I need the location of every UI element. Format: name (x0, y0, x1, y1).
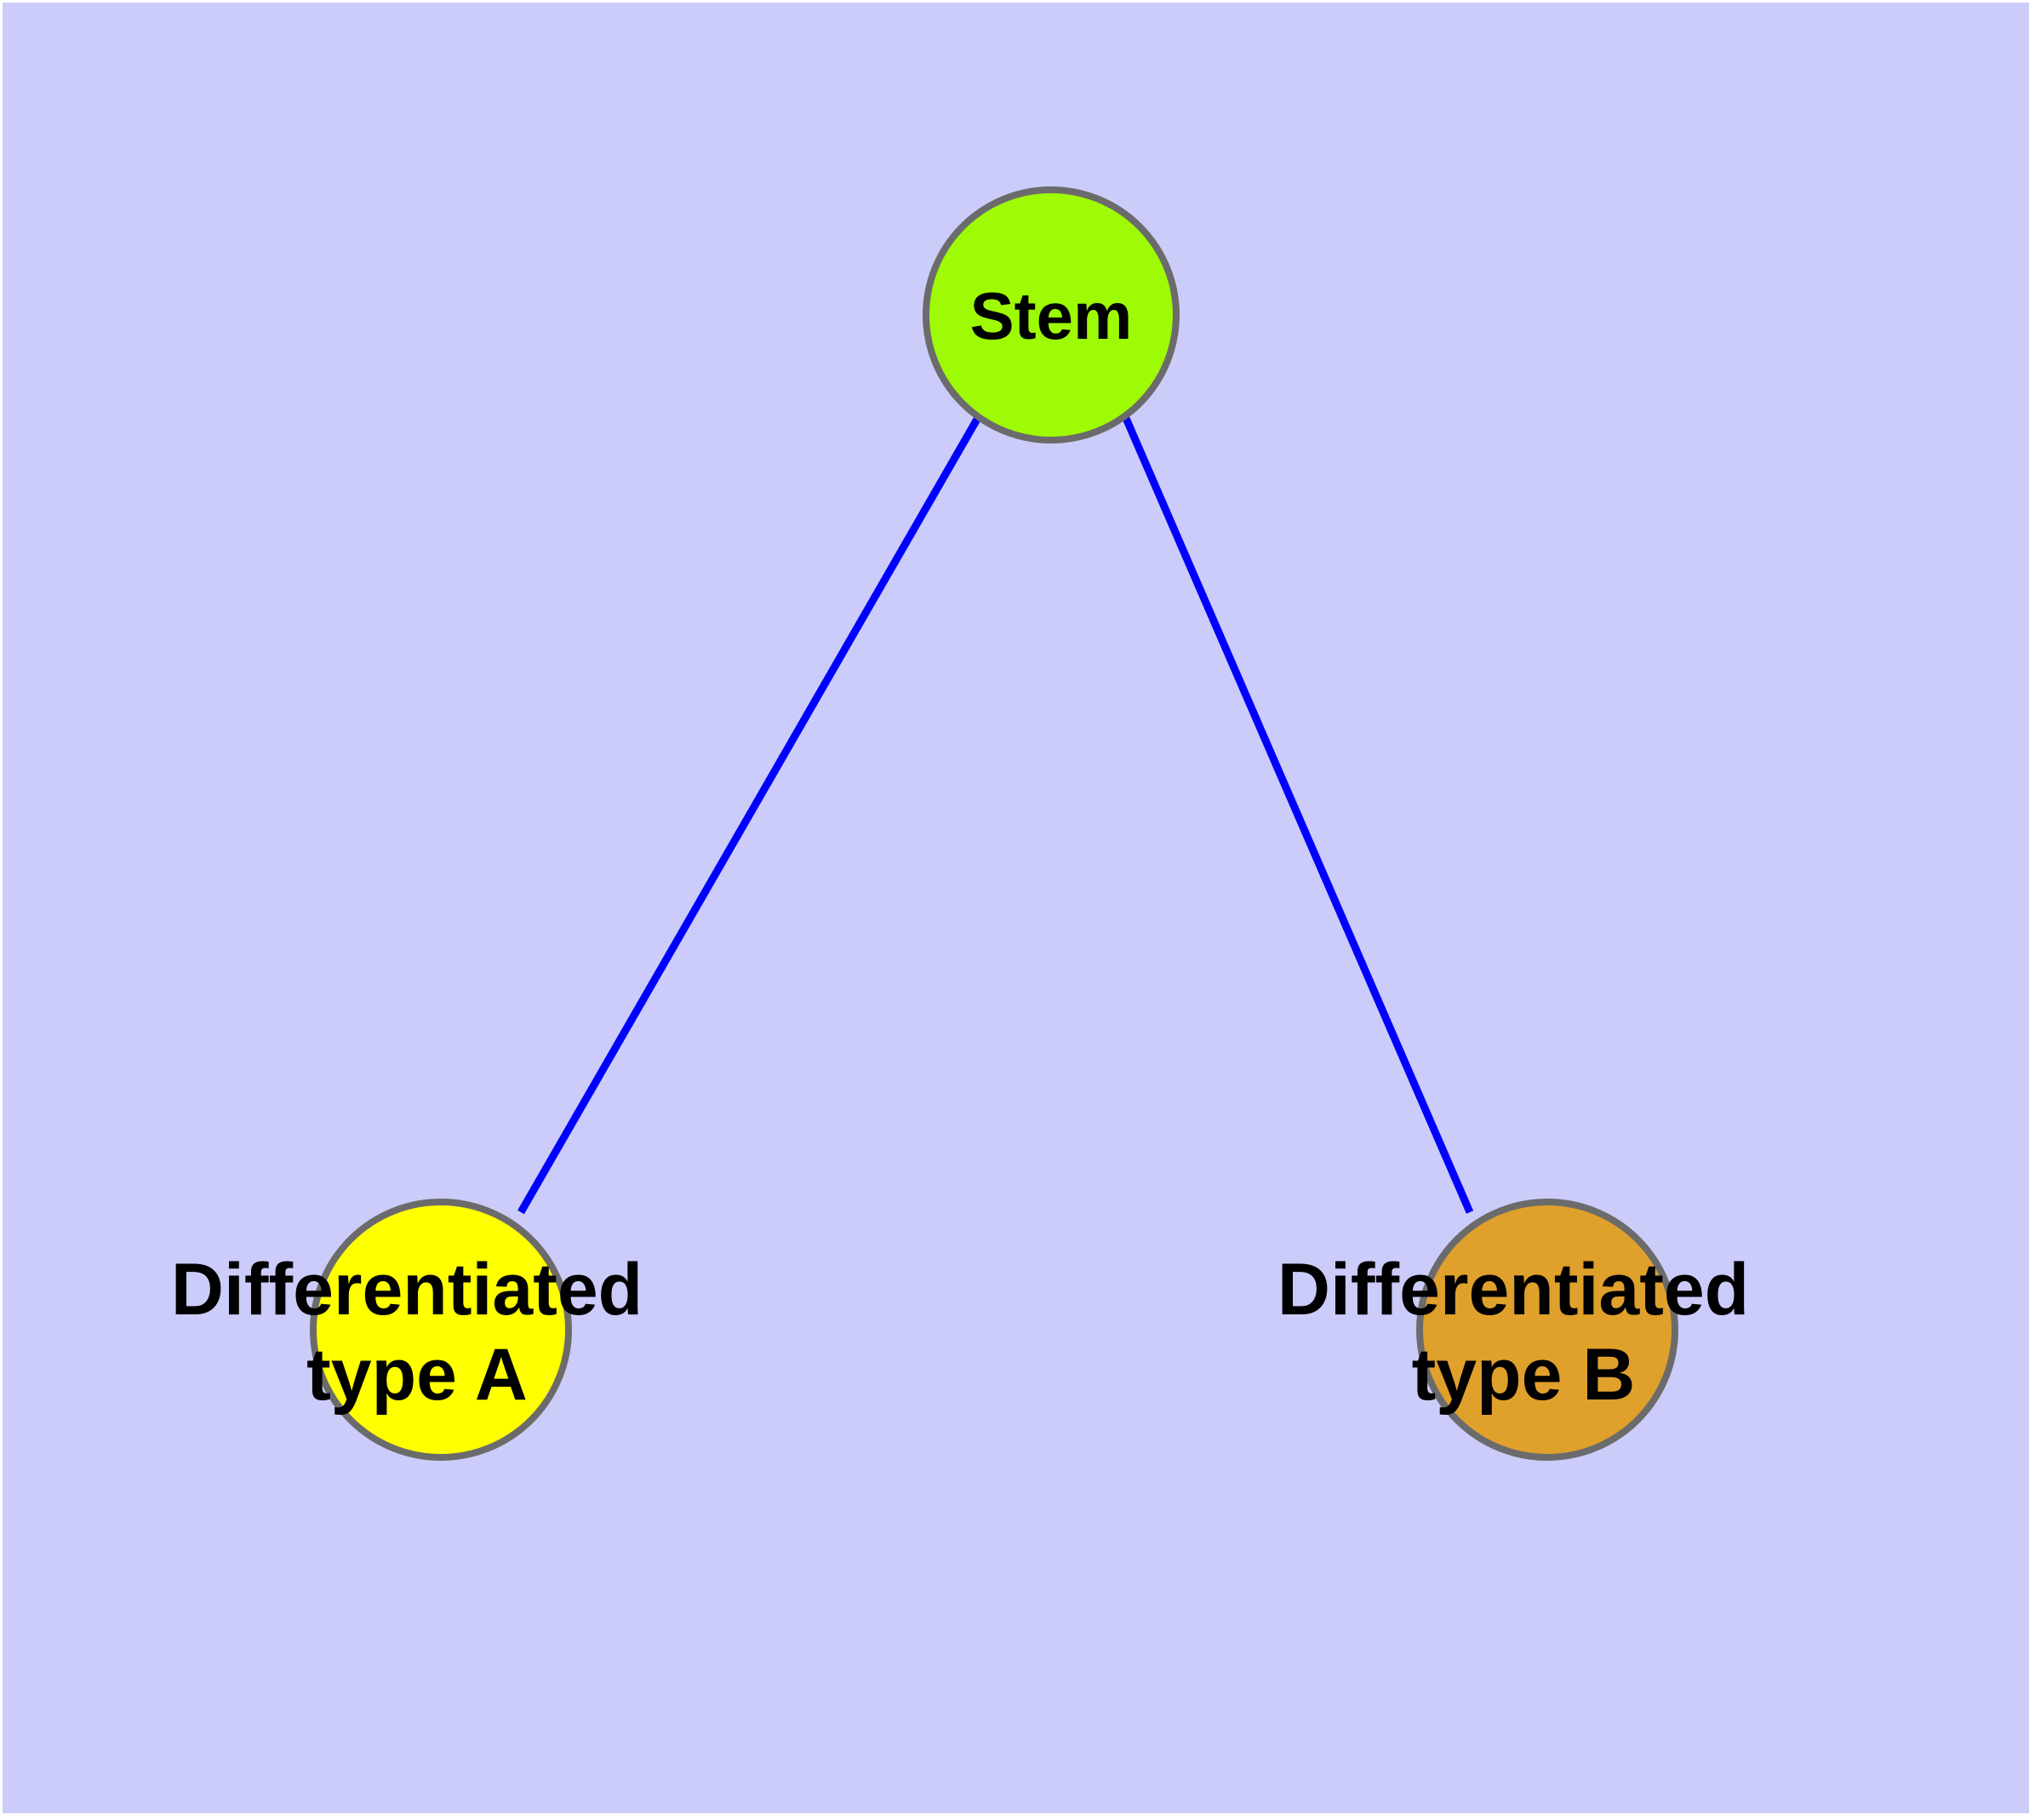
node-stem[interactable] (923, 186, 1180, 444)
edge-stem-to-diff-b[interactable] (1121, 415, 1474, 1214)
node-label-diff-b-line-2: type B (1412, 1334, 1636, 1416)
node-label-diff-a-line-1: Differentiated (171, 1249, 643, 1331)
node-label-stem-line-1: Stem (970, 278, 1133, 353)
node-label-diff-a-line-2: type A (306, 1334, 528, 1416)
node-diff-a[interactable] (310, 1199, 572, 1461)
node-label-diff-a: Differentiated type A (171, 1249, 663, 1416)
node-diff-b[interactable] (1416, 1199, 1678, 1461)
edge-layer (517, 414, 1474, 1215)
node-label-diff-b-line-1: Differentiated (1277, 1249, 1749, 1331)
node-label-diff-b: Differentiated type B (1277, 1249, 1769, 1416)
node-label-stem: Stem (970, 278, 1133, 353)
label-layer: Stem Differentiated type A Differentiate… (171, 278, 1769, 1416)
edge-stem-to-diff-a[interactable] (517, 414, 982, 1215)
node-layer (310, 186, 1678, 1461)
